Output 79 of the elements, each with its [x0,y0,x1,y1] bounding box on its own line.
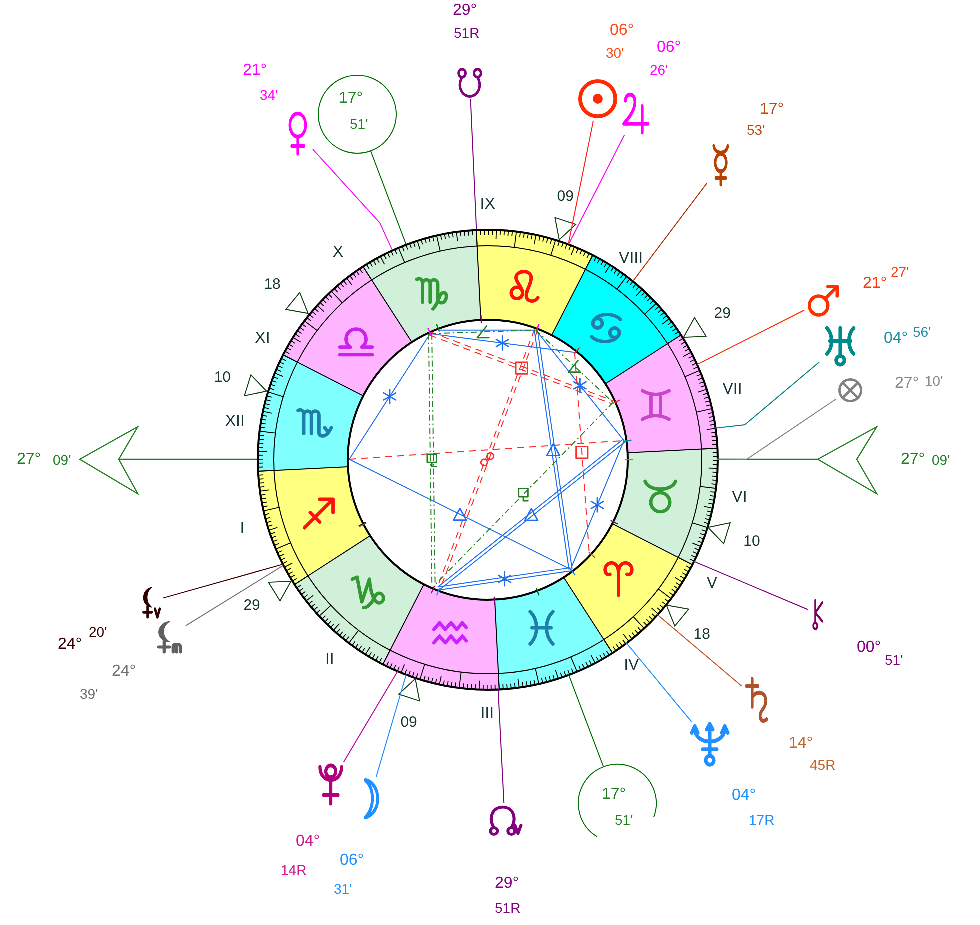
leader-line [632,183,708,282]
house-numeral: IV [624,658,640,674]
degree-label: 27° [901,452,926,468]
degree-label: 14° [789,736,814,752]
degree-label: 06° [657,40,682,56]
leader-line [163,564,284,599]
degree-label: 27° [17,452,42,468]
minutes-label: 51' [615,813,634,827]
house-numeral: VII [722,382,742,398]
house-numeral: IX [480,196,496,213]
leader-line [343,670,398,763]
degree-label: 04° [884,331,908,347]
cusp-degree-label: 10 [214,370,231,386]
minutes-label: 09' [932,453,950,467]
minutes-label: 39' [80,687,98,701]
leader-line [568,134,626,245]
cusp-degree-label: 09 [557,188,574,204]
leader-line [568,120,594,245]
leader-line [714,362,820,429]
cusp-degree-label: 18 [264,277,281,292]
degree-label: 21° [863,276,888,292]
leader-line [626,642,692,722]
house-numeral: VI [732,490,748,506]
leader-line [717,398,837,460]
house-numeral: I [240,521,245,538]
cusp-degree-label: 29 [714,306,731,321]
minutes-label: 51R [495,901,521,915]
degree-label: 04° [296,834,320,850]
degree-label: 24° [112,664,136,680]
leader-line [696,310,805,366]
degree-label: 17° [339,91,364,107]
minutes-label: 30' [606,46,624,60]
leader-line [693,560,808,610]
house-numeral: II [325,652,334,668]
house-numeral: VIII [619,250,644,267]
leader-line [376,674,407,778]
house-numeral: V [706,576,718,592]
cusp-degree-label: 09 [400,715,418,730]
degree-label: 21° [243,63,268,79]
degree-label: 04° [732,788,756,804]
leader-line [498,688,505,804]
cusp-degree-label: 10 [744,534,760,549]
minutes-label: 51' [885,653,904,667]
leader-line [568,674,604,768]
minutes-label: 20' [89,625,108,639]
leader-line [186,565,284,626]
leader-line [470,98,478,230]
minutes-label: 51' [350,117,368,131]
house-numeral: X [332,244,344,261]
degree-label: 17° [602,787,626,803]
leader-line [656,614,742,687]
minutes-label: 34' [260,88,278,102]
minutes-label: 45R [810,758,836,772]
cusp-degree-label: 18 [694,626,710,642]
minutes-label: 09' [53,453,72,467]
degree-label: 17° [760,102,784,118]
minutes-label: 17R [749,813,775,827]
degree-label: 27° [895,376,920,392]
degree-label: 06° [610,23,634,39]
minutes-label: 31' [334,882,352,896]
leader-line [370,150,407,245]
degree-label: 24° [58,637,82,653]
minutes-label: 53' [747,123,766,137]
house-numeral: III [480,706,494,722]
minutes-label: 26' [650,63,668,77]
degree-label: 29° [453,3,478,19]
minutes-label: 56' [913,325,932,339]
minutes-label: 51R [454,26,480,40]
cusp-degree-label: 29 [244,598,260,614]
minutes-label: 27' [891,265,910,279]
degree-label: 29° [495,876,520,892]
degree-label: 06° [340,853,364,869]
minutes-label: 14R [281,863,307,877]
degree-label: 00° [857,640,882,656]
house-numeral: XII [225,414,245,430]
minutes-label: 10' [925,374,944,388]
house-numeral: XI [255,331,270,348]
leader-line [312,148,393,251]
degree-circle [318,75,396,154]
